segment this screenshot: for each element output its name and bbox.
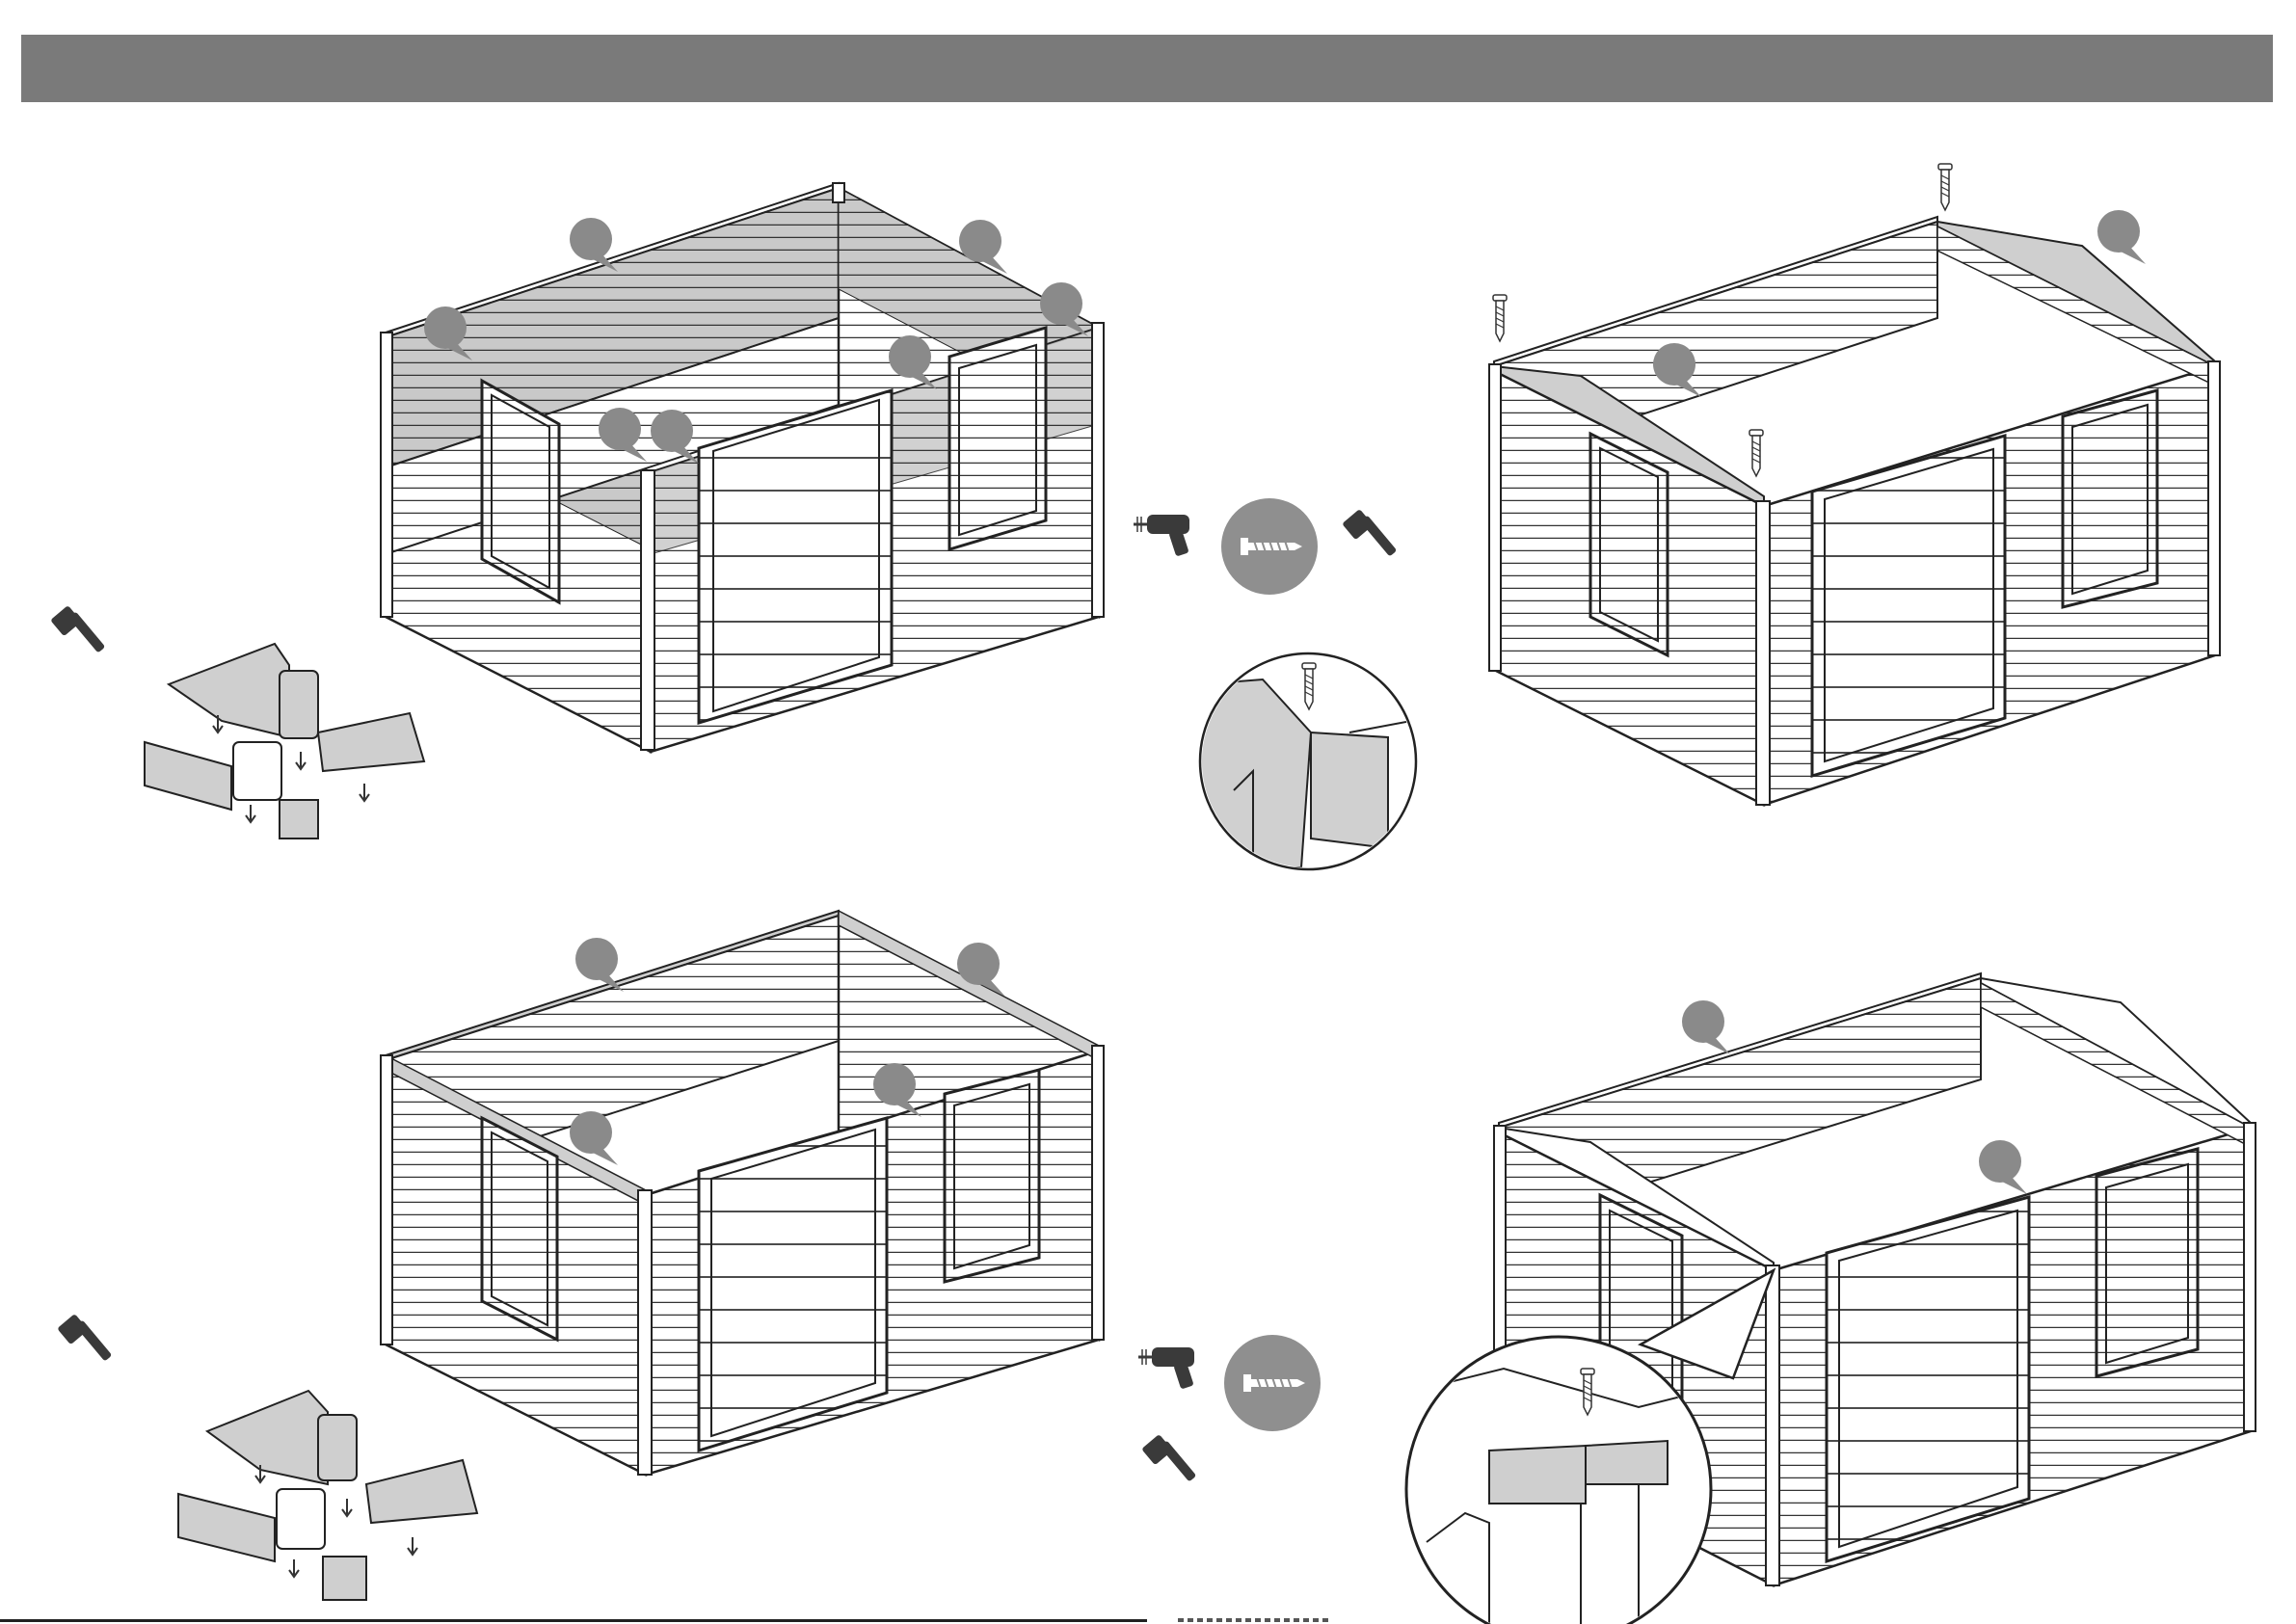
hammer-icon — [57, 1314, 112, 1362]
drill-icon — [1138, 1347, 1194, 1390]
step-top-left — [50, 183, 1104, 839]
hammer-icon — [50, 605, 105, 653]
bottom-rule — [0, 1619, 1147, 1622]
drill-icon — [1134, 515, 1189, 557]
screw-icon — [1221, 498, 1318, 595]
step-bottom-left — [57, 911, 1104, 1600]
step-top-right — [1134, 164, 2220, 869]
hammer-icon — [1342, 509, 1397, 557]
bottom-ticks — [1178, 1618, 1332, 1622]
step-bottom-right — [1138, 973, 2256, 1624]
screw-icon — [1224, 1335, 1321, 1431]
hammer-icon — [1141, 1434, 1196, 1482]
